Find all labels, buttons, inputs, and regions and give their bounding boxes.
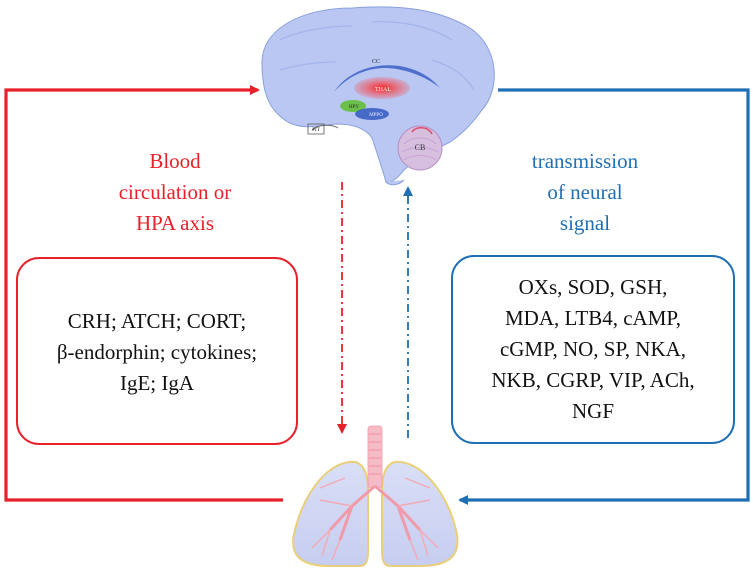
red-feedback-line xyxy=(4,85,283,502)
left-mediator-list: CRH; ATCH; CORT; β-endorphin; cytokines;… xyxy=(20,306,294,399)
brain-label-mppo: MPPO xyxy=(369,113,383,118)
left-title-line-3: HPA axis xyxy=(135,211,214,235)
right-pathway-title: transmission of neural signal xyxy=(490,146,680,239)
lungs-illustration xyxy=(292,425,459,567)
right-mediator-list: OXs, SOD, GSH, MDA, LTB4, cAMP, cGMP, NO… xyxy=(455,272,731,427)
right-title-line-1: transmission xyxy=(531,149,639,173)
right-mediator-line-3: cGMP, NO, SP, NKA, xyxy=(499,337,687,361)
brain-illustration: CC THAL HPY MPPO PIT CB xyxy=(261,6,495,186)
left-pathway-title: Blood circulation or HPA axis xyxy=(80,146,270,239)
blue-feedback-line xyxy=(458,88,750,505)
brain-label-cb: CB xyxy=(415,143,426,152)
right-title-line-2: of neural xyxy=(547,180,623,204)
right-mediator-line-4: NKB, CGRP, VIP, ACh, xyxy=(491,368,695,392)
right-mediator-line-1: OXs, SOD, GSH, xyxy=(518,275,668,299)
left-mediator-line-2: β-endorphin; cytokines; xyxy=(56,340,258,364)
right-mediator-line-5: NGF xyxy=(571,399,614,423)
brain-label-pit: PIT xyxy=(312,128,320,133)
brain-label-cc: CC xyxy=(372,59,380,65)
brain-label-hpy: HPY xyxy=(349,105,359,110)
right-mediator-box xyxy=(451,255,735,444)
brain-label-thal: THAL xyxy=(375,87,391,93)
right-title-line-3: signal xyxy=(559,211,611,235)
left-mediator-box xyxy=(16,257,298,445)
left-title-line-2: circulation or xyxy=(118,180,232,204)
left-title-line-1: Blood xyxy=(149,149,201,173)
right-mediator-line-2: MDA, LTB4, cAMP, xyxy=(505,306,681,330)
left-mediator-line-1: CRH; ATCH; CORT; xyxy=(67,309,247,333)
left-mediator-line-3: IgE; IgA xyxy=(119,371,195,395)
